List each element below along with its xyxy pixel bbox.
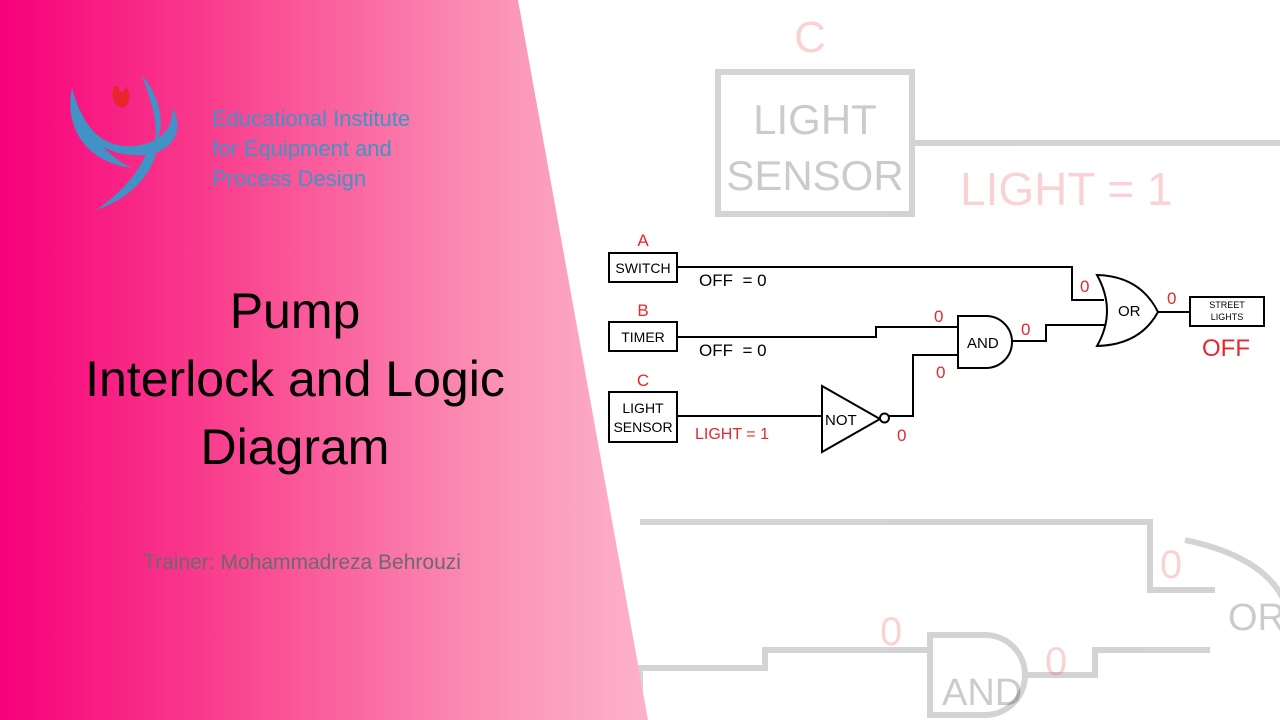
light-state: LIGHT = 1 [695,426,769,443]
bg-light-text: LIGHT = 1 [960,163,1173,215]
street-lights-box [1189,296,1265,327]
sensor-label-line1: LIGHT [622,400,664,416]
bg-and-input-value: 0 [880,610,902,654]
lights-label-line2: LIGHTS [1211,312,1244,322]
output-state: OFF [1202,335,1250,362]
or-label: OR [1118,303,1141,320]
wire-not-to-and [889,354,958,417]
light-sensor-box [608,391,678,443]
not-label: NOT [825,412,857,429]
wire-switch-to-or [677,266,1104,301]
institute-logo [70,75,178,210]
bg-label-c: C [794,13,826,62]
timer-label: TIMER [621,329,665,345]
or-input1-value: 0 [1080,277,1089,296]
or-gate [1095,273,1160,348]
lights-label-line1: STREET [1209,300,1245,310]
and-output-value: 0 [1021,320,1030,339]
or-output-value: 0 [1167,289,1176,308]
switch-label: SWITCH [615,260,670,276]
title-line3: Diagram [200,419,390,475]
sensor-label-line2: SENSOR [613,419,672,435]
and-input2-value: 0 [936,363,945,382]
not-gate-bubble [879,412,890,424]
bg-light-sensor-box [715,69,915,217]
bg-sensor-line1: LIGHT [753,96,877,143]
bg-or-label: OR [1228,597,1280,639]
bg-sensor-line2: SENSOR [726,152,903,199]
wire-timer-to-and [677,326,958,338]
label-a: A [637,231,649,250]
institute-name-line2: for Equipment and [212,136,392,161]
switch-box [608,252,678,283]
title-line1: Pump [229,283,361,339]
not-output-value: 0 [897,426,906,445]
bg-and-label: AND [942,672,1022,714]
title-line2: Interlock and Logic [85,351,505,407]
institute-name-line3: Process Design [212,166,367,191]
and-gate [957,315,1013,369]
bg-or-input-value: 0 [1160,543,1182,587]
bg-and-gate [927,632,1028,718]
and-input1-value: 0 [934,307,943,326]
bg-or-gate [1184,537,1280,600]
trainer-name: Trainer: Mohammadreza Behrouzi [143,551,461,574]
wire-and-to-or [1011,324,1106,342]
bg-and-output-value: 0 [1045,640,1067,684]
switch-state: OFF = 0 [699,271,767,290]
label-b: B [637,301,648,320]
not-gate [821,384,883,454]
timer-state: OFF = 0 [699,341,767,360]
and-label: AND [967,335,999,352]
label-c: C [637,371,649,390]
institute-name-line1: Educational Institute [212,106,411,131]
